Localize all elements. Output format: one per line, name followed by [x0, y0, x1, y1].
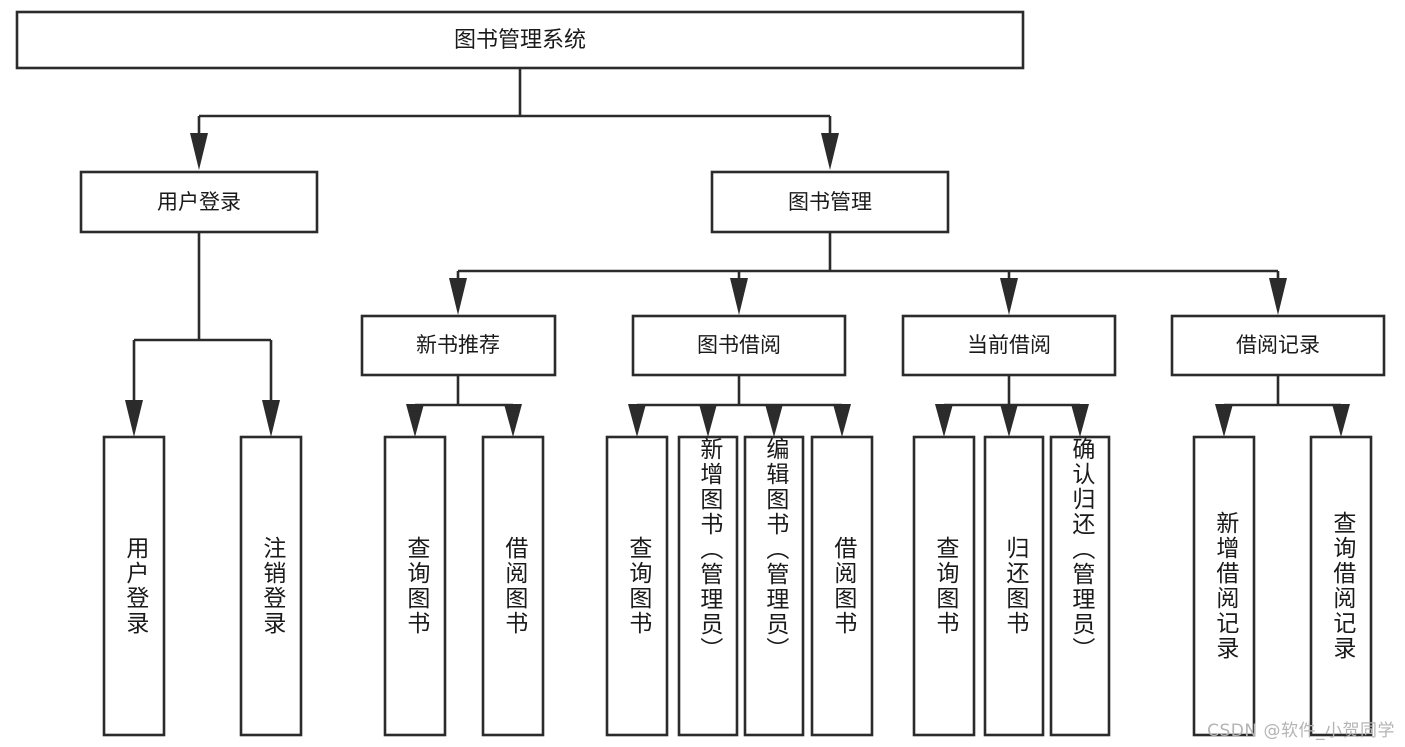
- node-new-book-recommend[interactable]: [360, 314, 557, 377]
- node-root-label: 图书管理系统: [454, 28, 586, 53]
- leaf-box-user-login[interactable]: [102, 435, 166, 737]
- node-current-borrow[interactable]: [901, 314, 1117, 377]
- connector-book-manage-to-level3: [449, 232, 1287, 315]
- connector-new-book-to-leaves: [406, 375, 522, 437]
- arrow-head-cb-leaf3: [1071, 404, 1089, 437]
- leaf-box-logout[interactable]: [239, 435, 303, 737]
- node-current-borrow-label: 当前借阅: [967, 333, 1051, 357]
- node-book-manage-label: 图书管理: [788, 190, 872, 214]
- leaf-box-bb-add-book[interactable]: [677, 435, 739, 737]
- arrow-head-leaf-user-login: [125, 400, 143, 437]
- arrow-head-br-leaf2: [1332, 404, 1350, 437]
- leaf-box-bb-query-book[interactable]: [605, 435, 669, 737]
- node-borrow-record[interactable]: [1170, 314, 1386, 377]
- node-root[interactable]: [15, 10, 1025, 70]
- node-book-borrow-label: 图书借阅: [697, 333, 781, 357]
- connector-root-to-level2: [190, 68, 839, 170]
- arrow-head-nb-leaf2: [504, 404, 522, 437]
- arrow-head-bb-leaf3: [765, 404, 783, 437]
- node-book-borrow[interactable]: [631, 314, 847, 377]
- leaf-box-nb-borrow-book[interactable]: [481, 435, 545, 737]
- leaf-box-cb-return-book[interactable]: [983, 435, 1045, 737]
- leaf-box-cb-confirm-return[interactable]: [1049, 435, 1111, 737]
- leaf-box-cb-query-book[interactable]: [912, 435, 976, 737]
- leaf-box-bb-borrow-book[interactable]: [810, 435, 874, 737]
- arrow-head-br-leaf1: [1215, 404, 1233, 437]
- arrow-head-bb-leaf2: [699, 404, 717, 437]
- connector-borrow-record-to-leaves: [1215, 375, 1350, 437]
- node-user-login-label: 用户登录: [157, 190, 241, 214]
- arrow-head-current-borrow: [1000, 278, 1018, 315]
- watermark-text: CSDN @软件_小贺同学: [1207, 721, 1395, 741]
- arrow-head-book-manage: [821, 133, 839, 170]
- arrow-head-cb-leaf1: [935, 404, 953, 437]
- leaf-box-bb-edit-book[interactable]: [743, 435, 805, 737]
- leaf-box-nb-query-book[interactable]: [383, 435, 447, 737]
- arrow-head-borrow-record: [1269, 278, 1287, 315]
- arrow-head-bb-leaf4: [833, 404, 851, 437]
- arrow-head-new-book: [449, 278, 467, 315]
- connector-book-borrow-to-leaves: [628, 375, 851, 437]
- node-borrow-record-label: 借阅记录: [1236, 333, 1320, 357]
- connector-current-borrow-to-leaves: [935, 375, 1089, 437]
- leaf-box-br-query-record[interactable]: [1309, 435, 1373, 737]
- leaf-box-br-add-record[interactable]: [1192, 435, 1256, 737]
- arrow-head-cb-leaf2: [1000, 404, 1018, 437]
- arrow-head-leaf-logout: [262, 400, 280, 437]
- arrow-head-user-login: [190, 133, 208, 170]
- arrow-head-bb-leaf1: [628, 404, 646, 437]
- connector-user-login-to-leaves: [125, 232, 280, 437]
- node-new-book-recommend-label: 新书推荐: [416, 333, 500, 357]
- arrow-head-nb-leaf1: [406, 404, 424, 437]
- node-user-login[interactable]: [79, 170, 319, 234]
- arrow-head-book-borrow: [730, 278, 748, 315]
